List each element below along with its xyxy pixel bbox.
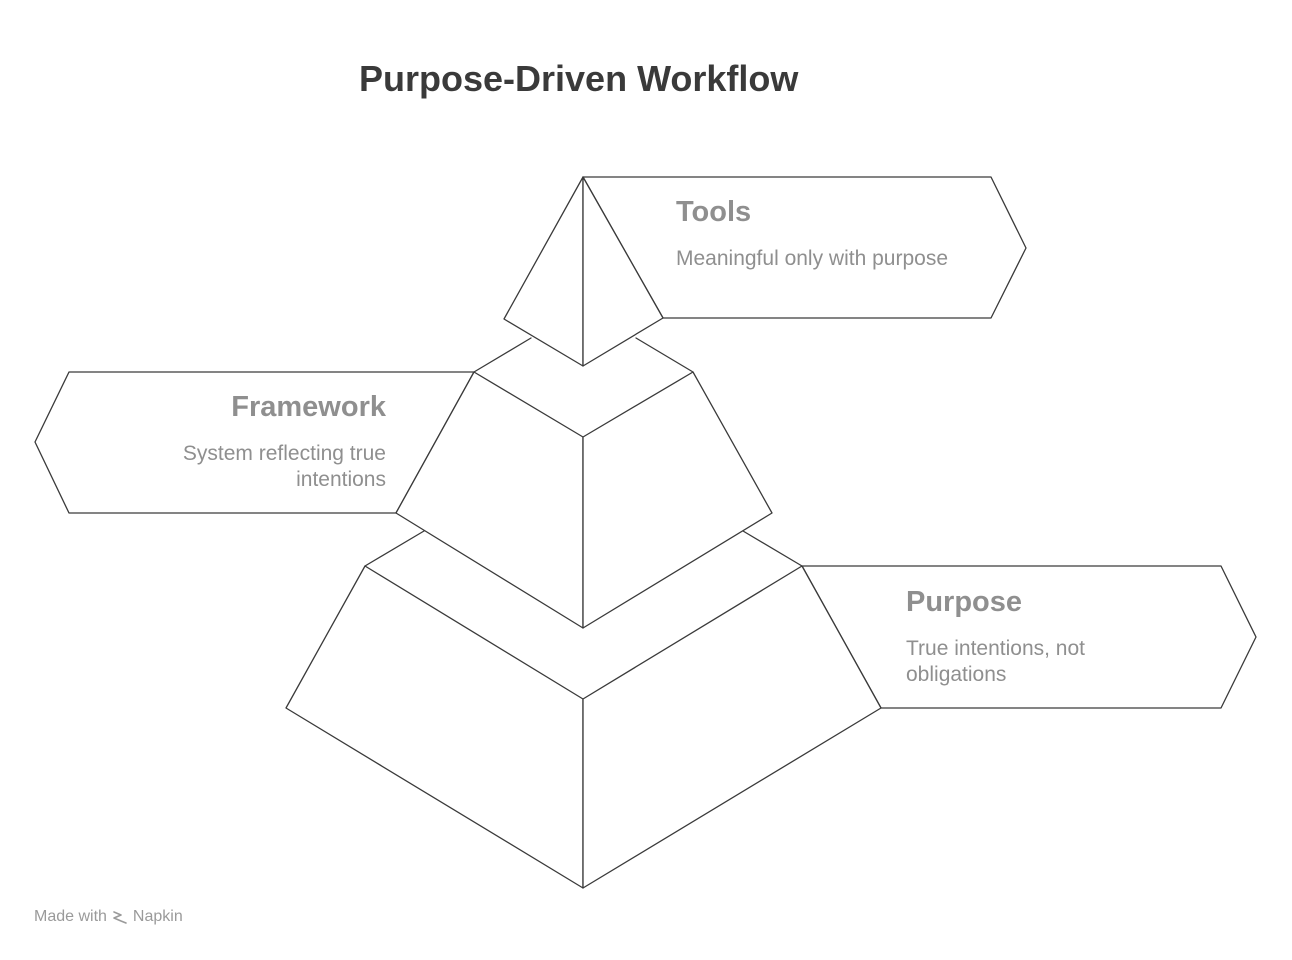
purpose-right-face xyxy=(582,565,882,889)
framework-description: System reflecting true intentions xyxy=(183,441,386,493)
pyramid-layer-framework xyxy=(34,337,773,629)
page-title: Purpose-Driven Workflow xyxy=(359,58,799,99)
pyramid-layer-tools xyxy=(503,176,1027,367)
framework-description-line: intentions xyxy=(296,468,386,491)
framework-label: Framework System reflecting true intenti… xyxy=(183,390,386,493)
watermark-prefix: Made with xyxy=(34,908,107,925)
tools-title: Tools xyxy=(676,196,752,228)
purpose-top-right-edge xyxy=(742,530,803,567)
pyramid-layer-purpose xyxy=(285,530,1257,889)
purpose-title: Purpose xyxy=(906,586,1023,618)
purpose-description-line: True intentions, not xyxy=(906,637,1085,660)
framework-title: Framework xyxy=(231,391,386,423)
tools-label: Tools Meaningful only with purpose xyxy=(676,195,948,272)
tools-right-face xyxy=(582,176,664,367)
framework-description-line: System reflecting true xyxy=(182,442,386,465)
napkin-watermark[interactable]: Made with Napkin xyxy=(34,908,183,926)
purpose-description-line: obligations xyxy=(906,663,1007,686)
tools-description: Meaningful only with purpose xyxy=(676,247,948,270)
framework-top-left-edge xyxy=(473,337,532,373)
purpose-top-left-edge xyxy=(364,530,425,567)
purpose-left-face xyxy=(285,565,584,889)
tools-left-face xyxy=(503,176,584,367)
framework-right-face xyxy=(582,371,773,629)
framework-top-right-edge xyxy=(635,337,694,373)
watermark-brand: Napkin xyxy=(132,908,183,925)
framework-banner-shape xyxy=(34,371,475,514)
purpose-label: Purpose True intentions, not obligations xyxy=(906,585,1085,688)
napkin-logo-icon xyxy=(112,909,128,925)
purpose-description: True intentions, not obligations xyxy=(906,636,1085,688)
